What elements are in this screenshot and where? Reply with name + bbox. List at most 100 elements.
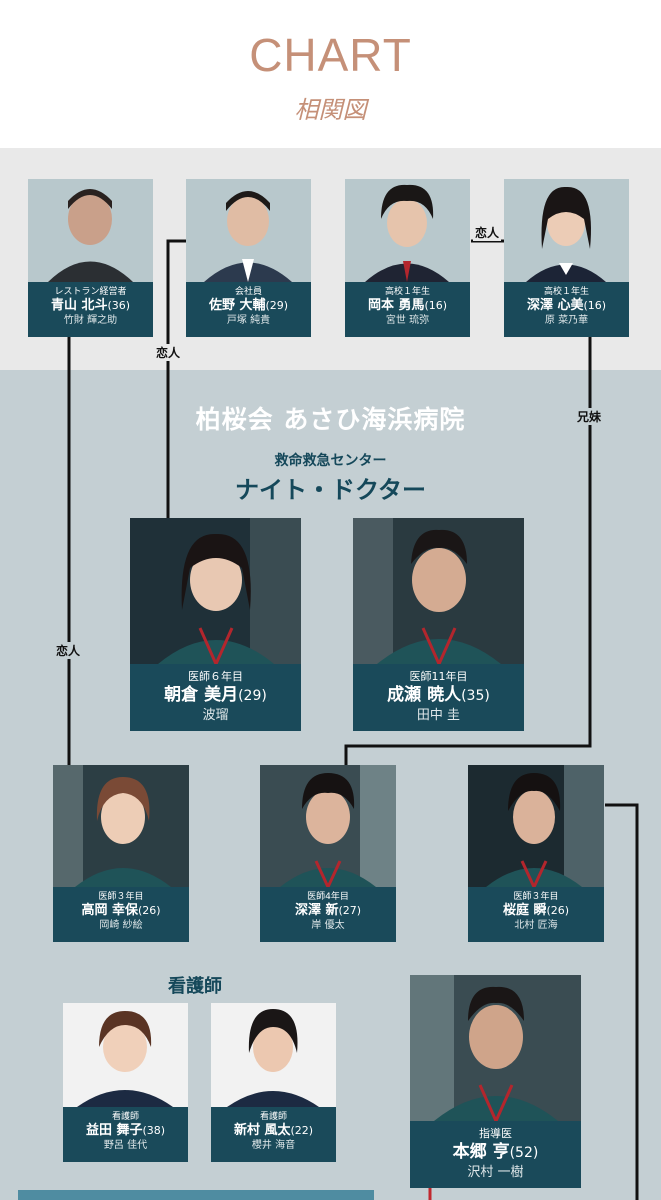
line-kokomi-arata [344,337,592,765]
portrait-photo [186,179,311,282]
person-age: (22) [290,1124,314,1137]
person-name: 高岡 幸保 [81,903,138,918]
person-age: (27) [338,904,362,917]
actor-name: 沢村 一樹 [467,1165,524,1180]
person-role: 高校１年生 [543,287,589,297]
person-name: 朝倉 美月 [164,685,239,705]
person-name: 本郷 亨 [452,1142,510,1162]
chart-subtitle: 相関図 [294,96,367,124]
portrait-photo [63,1003,188,1107]
actor-name: 北村 匠海 [514,920,558,931]
person-age: (36) [107,299,131,312]
person-role: 医師11年目 [409,670,468,683]
person-age: (29) [265,299,289,312]
relation-label-aoyama: 恋人 [54,642,83,659]
portrait-photo [260,765,396,887]
actor-name: 波瑠 [202,708,229,723]
person-caption: 看護師 益田 舞子(38) 野呂 佳代 [63,1107,188,1162]
person-caption: 高校１年生 岡本 勇馬(16) 宮世 琉弥 [345,282,470,337]
person-caption: 指導医 本郷 亨(52) 沢村 一樹 [410,1121,581,1188]
person-caption: 医師３年目 桜庭 瞬(26) 北村 匠海 [468,887,604,942]
actor-name: 原 菜乃華 [544,315,589,326]
actor-name: 戸塚 純貴 [226,315,271,326]
person-card-okamoto: 高校１年生 岡本 勇馬(16) 宮世 琉弥 [345,179,470,337]
department-subtitle: 救命救急センター [274,453,387,469]
person-role: 医師4年目 [307,892,349,902]
person-caption: レストラン経営者 青山 北斗(36) 竹財 輝之助 [28,282,153,337]
line-right-bracket [605,803,639,1200]
portrait-photo [53,765,189,887]
person-caption: 高校１年生 深澤 心美(16) 原 菜乃華 [504,282,629,337]
person-name: 深澤 心美 [526,298,584,313]
person-name: 岡本 勇馬 [367,298,425,313]
person-card-takaoka: 医師３年目 高岡 幸保(26) 岡崎 紗絵 [53,765,189,942]
hospital-name: 柏桜会 あさひ海浜病院 [195,405,466,434]
person-age: (29) [238,688,267,704]
person-caption: 医師６年目 朝倉 美月(29) 波瑠 [130,664,301,731]
actor-name: 竹財 輝之助 [63,315,118,326]
chart-title: CHART [249,29,412,81]
person-card-sakuraba: 医師３年目 桜庭 瞬(26) 北村 匠海 [468,765,604,942]
bottom-strip [18,1190,374,1200]
actor-name: 岡崎 紗絵 [99,920,143,931]
person-card-fukazawa-arata: 医師4年目 深澤 新(27) 岸 優太 [260,765,396,942]
person-card-naruse: 医師11年目 成瀬 暁人(35) 田中 圭 [353,518,524,731]
person-role: 医師３年目 [513,892,559,902]
person-age: (35) [461,688,490,704]
person-caption: 会社員 佐野 大輔(29) 戸塚 純貴 [186,282,311,337]
department-title: ナイト・ドクター [234,476,427,504]
person-caption: 看護師 新村 風太(22) 櫻井 海音 [211,1107,336,1162]
actor-name: 宮世 琉弥 [385,315,430,326]
person-name: 益田 舞子 [85,1123,143,1138]
person-card-masuda: 看護師 益田 舞子(38) 野呂 佳代 [63,1003,188,1162]
person-age: (26) [137,904,161,917]
person-role: 看護師 [111,1112,139,1122]
portrait-photo [345,179,470,282]
portrait-photo [410,975,581,1121]
person-name: 佐野 大輔 [208,298,266,313]
person-caption: 医師３年目 高岡 幸保(26) 岡崎 紗絵 [53,887,189,942]
line-sano-asakura [166,239,186,518]
relation-label-siblings: 兄妹 [575,408,604,425]
portrait-photo [504,179,629,282]
person-age: (16) [583,299,607,312]
person-card-hongo: 指導医 本郷 亨(52) 沢村 一樹 [410,975,581,1188]
person-role: 医師３年目 [98,892,144,902]
person-role: レストラン経営者 [54,287,127,297]
nurse-section-label: 看護師 [168,976,222,997]
person-name: 深澤 新 [294,903,339,918]
person-role: 高校１年生 [384,287,430,297]
actor-name: 野呂 佳代 [103,1140,148,1151]
person-caption: 医師4年目 深澤 新(27) 岸 優太 [260,887,396,942]
person-card-aoyama: レストラン経営者 青山 北斗(36) 竹財 輝之助 [28,179,153,337]
person-name: 新村 風太 [233,1123,291,1138]
portrait-photo [211,1003,336,1107]
header: CHART 相関図 [0,0,661,148]
person-card-asakura: 医師６年目 朝倉 美月(29) 波瑠 [130,518,301,731]
person-role: 医師６年目 [188,670,243,683]
person-card-sano: 会社員 佐野 大輔(29) 戸塚 純貴 [186,179,311,337]
person-name: 桜庭 瞬 [502,903,547,918]
person-age: (16) [424,299,448,312]
person-role: 指導医 [479,1127,512,1140]
portrait-photo [353,518,524,664]
person-caption: 医師11年目 成瀬 暁人(35) 田中 圭 [353,664,524,731]
person-name: 成瀬 暁人 [387,685,462,705]
relation-label-sano: 恋人 [154,344,183,361]
person-age: (26) [546,904,570,917]
portrait-photo [130,518,301,664]
portrait-photo [28,179,153,282]
actor-name: 田中 圭 [416,708,461,723]
portrait-photo [468,765,604,887]
person-role: 会社員 [234,287,262,297]
person-name: 青山 北斗 [50,298,108,313]
person-card-niimura: 看護師 新村 風太(22) 櫻井 海音 [211,1003,336,1162]
person-age: (38) [142,1124,166,1137]
relation-label-okamoto: 恋人 [473,224,502,241]
person-role: 看護師 [259,1112,287,1122]
actor-name: 岸 優太 [311,920,345,931]
person-card-fukazawa-kokomi: 高校１年生 深澤 心美(16) 原 菜乃華 [504,179,629,337]
person-age: (52) [509,1145,539,1161]
actor-name: 櫻井 海音 [251,1140,296,1151]
